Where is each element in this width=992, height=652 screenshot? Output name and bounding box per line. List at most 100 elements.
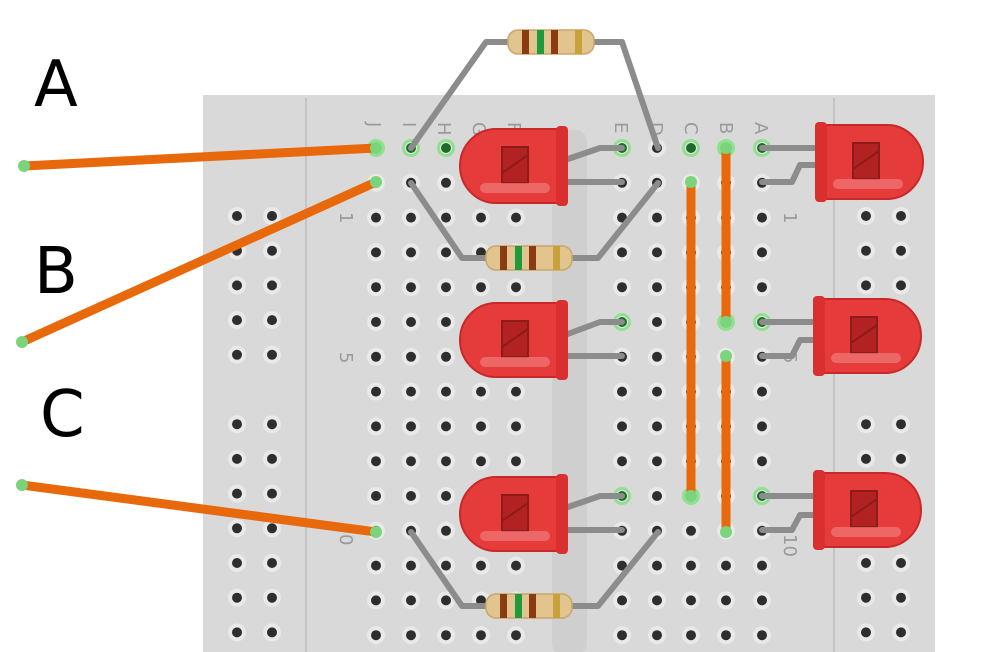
hole-active-ring	[402, 139, 420, 157]
column-letter-j: J	[363, 121, 384, 127]
hole	[476, 421, 486, 432]
led	[459, 300, 568, 380]
hole	[686, 630, 696, 641]
hole	[476, 282, 486, 293]
hole	[267, 419, 277, 430]
hole	[441, 595, 451, 606]
hole	[757, 456, 767, 467]
hole	[511, 630, 521, 641]
column-letter-h: H	[433, 122, 454, 136]
hole	[652, 351, 662, 362]
hole	[406, 247, 416, 258]
hole	[441, 282, 451, 293]
column-letter-e: E	[610, 122, 631, 133]
orange-wires	[17, 143, 731, 537]
hole	[757, 247, 767, 258]
hole	[232, 488, 242, 499]
hole	[267, 349, 277, 360]
hole	[371, 282, 381, 293]
hole	[757, 282, 767, 293]
hole	[371, 421, 381, 432]
hole	[617, 560, 627, 571]
hole	[896, 558, 906, 568]
led	[815, 122, 924, 202]
label-b: B	[34, 235, 78, 309]
hole	[686, 560, 696, 571]
led-lead	[562, 145, 625, 163]
hole	[476, 630, 486, 641]
hole	[371, 247, 381, 258]
hole	[406, 560, 416, 571]
hole	[476, 456, 486, 467]
hole	[511, 560, 521, 571]
hole	[757, 421, 767, 432]
hole	[232, 558, 242, 568]
hole	[406, 351, 416, 362]
hole	[406, 630, 416, 641]
hole	[757, 560, 767, 571]
hole	[371, 595, 381, 606]
hole	[652, 491, 662, 501]
row-number-1-left: 1	[335, 212, 356, 223]
hole	[617, 386, 627, 397]
hole	[441, 491, 451, 501]
hole	[721, 595, 731, 606]
hole	[617, 630, 627, 641]
hole	[371, 560, 381, 571]
hole	[441, 560, 451, 571]
hole	[757, 386, 767, 397]
resistor-top	[507, 29, 595, 55]
hole	[267, 453, 277, 464]
hole	[652, 630, 662, 641]
hole	[371, 386, 381, 397]
hole-active-ring	[437, 139, 455, 157]
resistor-lead-top-right	[589, 39, 661, 151]
hole	[267, 488, 277, 499]
hole	[652, 421, 662, 432]
hole	[652, 456, 662, 467]
hole	[371, 351, 381, 362]
led-lead	[759, 337, 818, 359]
hole	[721, 560, 731, 571]
column-letter-i: I	[398, 122, 419, 127]
hole	[896, 419, 906, 430]
hole	[476, 560, 486, 571]
hole	[406, 421, 416, 432]
hole	[896, 211, 906, 221]
hole	[371, 491, 381, 501]
resistor-bottom	[485, 593, 573, 619]
hole	[267, 211, 277, 221]
hole	[441, 143, 451, 153]
row-number-10-left: 0	[335, 534, 356, 545]
hole	[861, 558, 871, 568]
hole	[511, 212, 521, 223]
led-lead	[562, 319, 625, 338]
column-letter-c: C	[680, 122, 701, 135]
hole	[652, 560, 662, 571]
hole	[441, 386, 451, 397]
hole	[617, 282, 627, 293]
hole	[232, 280, 242, 291]
hole	[757, 630, 767, 641]
hole	[232, 419, 242, 430]
hole	[232, 453, 242, 464]
hole	[441, 630, 451, 641]
wire-c	[17, 480, 381, 537]
hole	[267, 627, 277, 638]
led-lead	[759, 512, 818, 533]
hole	[511, 421, 521, 432]
hole	[861, 419, 871, 430]
resistor-lead-bot-left	[408, 529, 493, 609]
hole	[617, 247, 627, 258]
led	[459, 126, 568, 206]
hole	[652, 595, 662, 606]
hole	[232, 315, 242, 326]
hole	[757, 212, 767, 223]
led	[459, 474, 568, 554]
resistor-lead-mid-left	[408, 180, 493, 261]
row-number-5-left: 5	[335, 352, 356, 363]
hole	[441, 421, 451, 432]
row-number-1-right: 1	[779, 212, 800, 223]
hole	[861, 245, 871, 256]
hole	[232, 211, 242, 221]
